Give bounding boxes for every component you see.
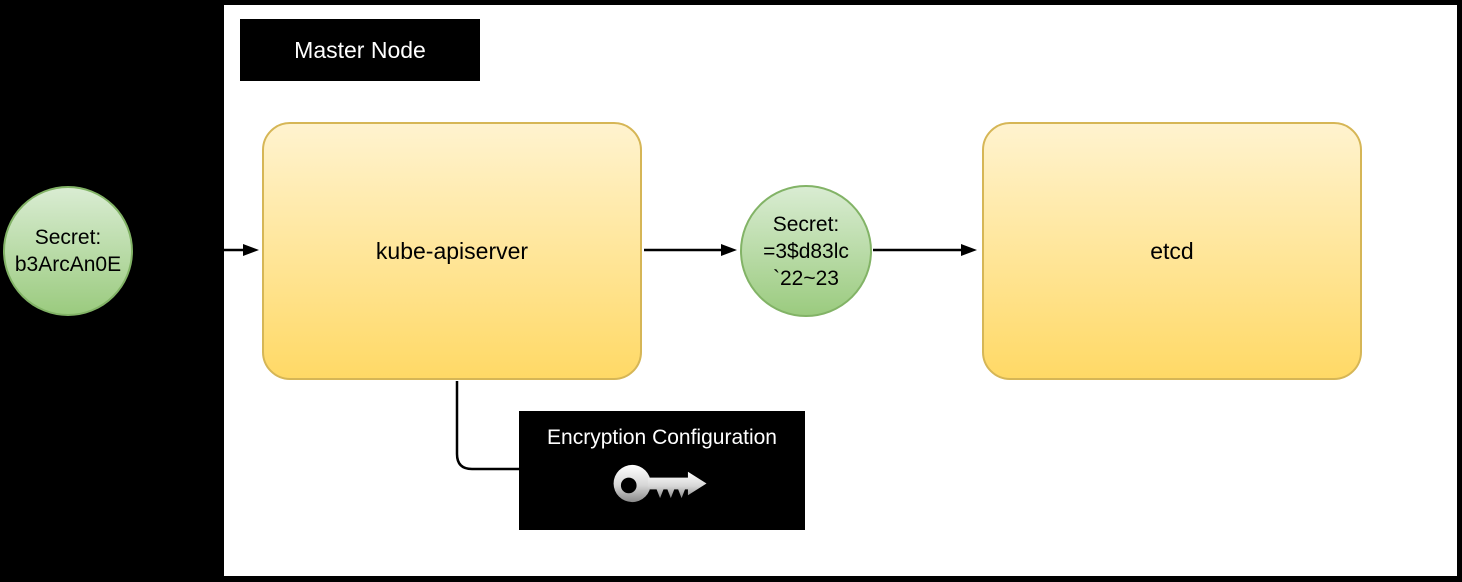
node-secret-encrypted: Secret: =3$d83lc `22~23	[740, 185, 872, 317]
encryption-config-label: Encryption Configuration	[547, 426, 777, 449]
key-shaft	[647, 471, 707, 499]
key-icon	[613, 464, 707, 503]
secret-encrypted-line-2: =3$d83lc	[763, 239, 849, 263]
node-secret-plain: Secret: b3ArcAn0E	[3, 186, 133, 316]
secret-plain-line-2: b3ArcAn0E	[14, 253, 122, 276]
node-kube-apiserver: kube-apiserver	[262, 122, 642, 380]
node-encryption-config: Encryption Configuration	[519, 411, 805, 530]
etcd-label: etcd	[1150, 237, 1194, 264]
node-etcd: etcd	[982, 122, 1362, 380]
secret-encrypted-line-1: Secret:	[772, 212, 840, 236]
secret-plain-line-1: Secret:	[34, 226, 102, 249]
master-node-label-text: Master Node	[294, 36, 426, 63]
secret-encrypted-line-3: `22~23	[773, 266, 839, 290]
kube-apiserver-label: kube-apiserver	[375, 237, 529, 264]
master-node-label: Master Node	[240, 19, 480, 81]
key-head-hole	[620, 477, 637, 494]
